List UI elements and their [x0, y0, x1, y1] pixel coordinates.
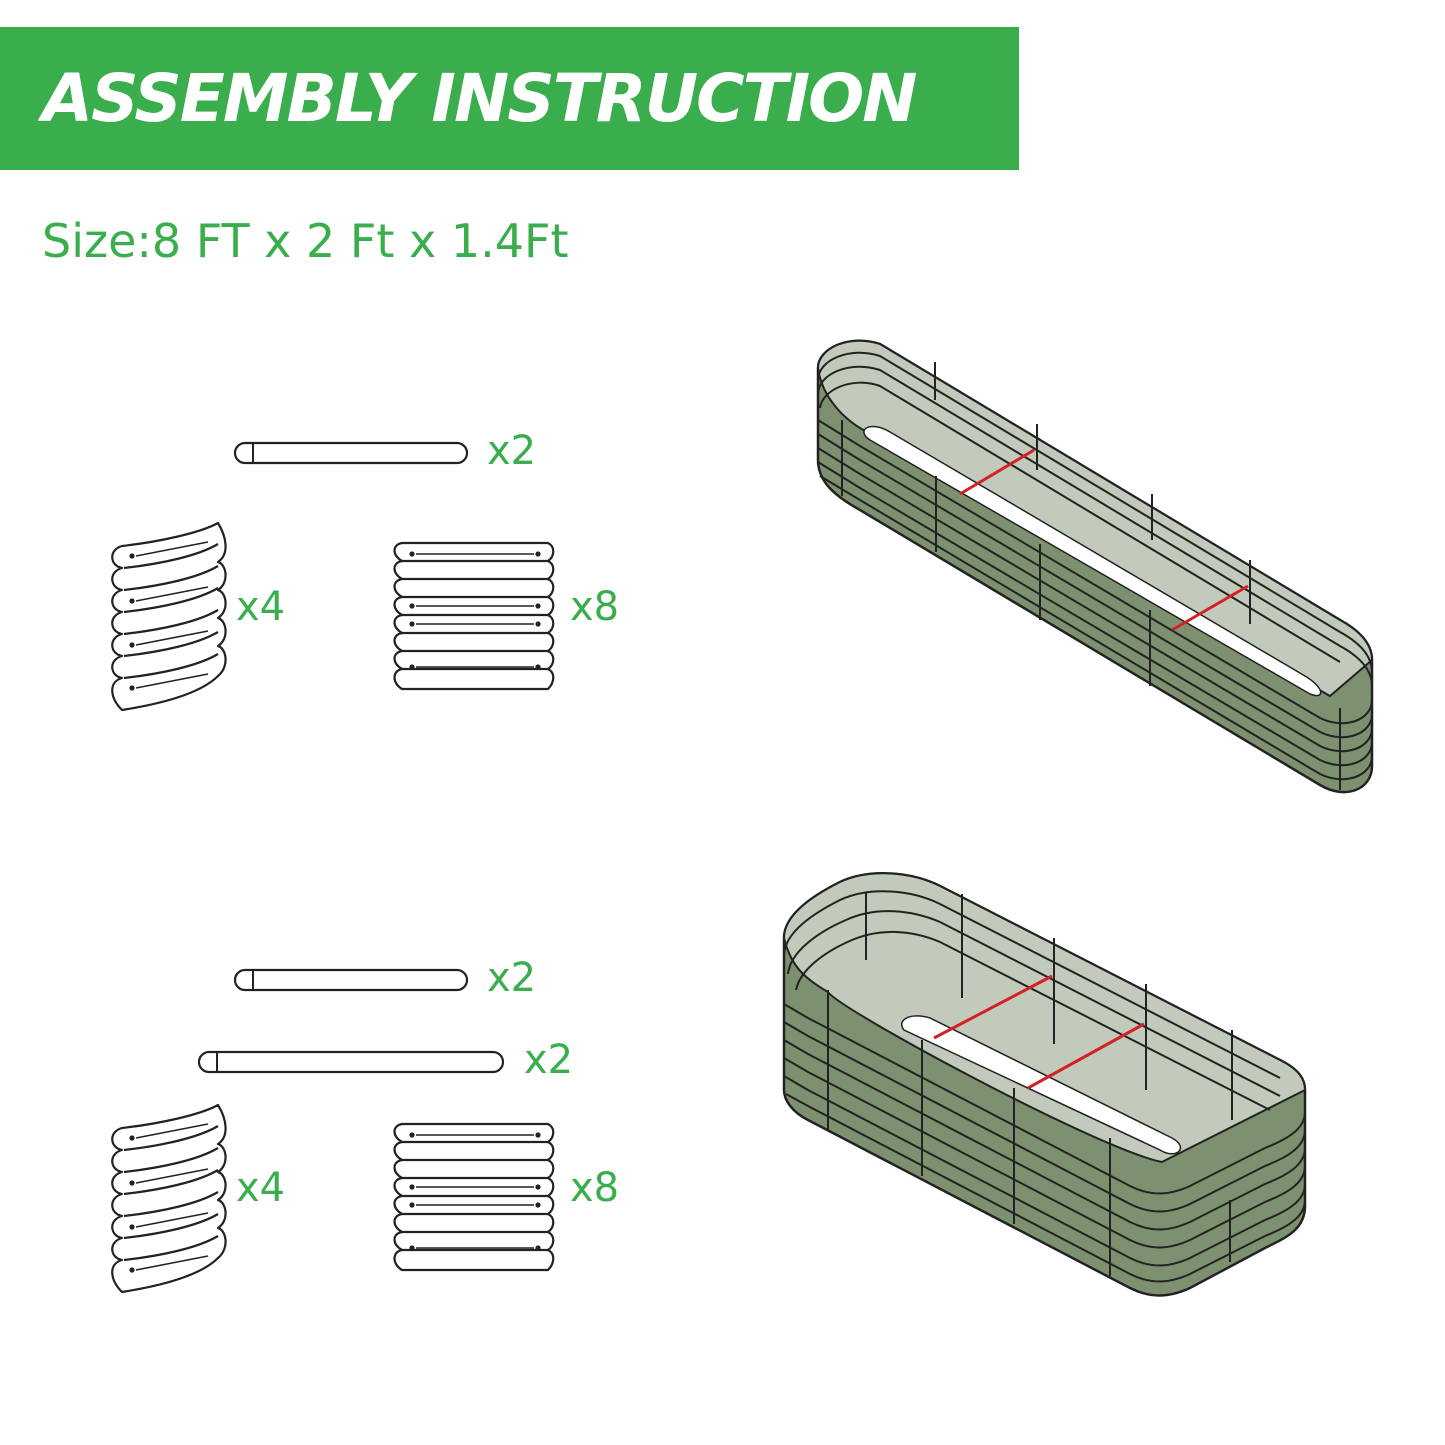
kit2-straight-panel-qty: x8	[570, 1165, 620, 1211]
kit2-short-rod-icon	[233, 968, 469, 992]
kit1-rod-icon	[233, 441, 469, 465]
kit2-straight-panel-icon	[393, 1122, 555, 1272]
kit2-long-rod-qty: x2	[524, 1037, 574, 1083]
kit1-curved-panel-icon	[111, 521, 227, 712]
kit2-long-rod-icon	[197, 1050, 505, 1074]
raised-bed-wide-icon	[782, 872, 1307, 1297]
kit1-straight-panel-qty: x8	[570, 584, 620, 630]
page-title: ASSEMBLY INSTRUCTION	[42, 60, 918, 137]
title-banner: ASSEMBLY INSTRUCTION	[0, 27, 1019, 170]
kit1-curved-panel-qty: x4	[236, 584, 286, 630]
raised-bed-long-icon	[816, 339, 1374, 794]
size-label: Size:8 FT x 2 Ft x 1.4Ft	[42, 214, 569, 268]
kit2-short-rod-qty: x2	[487, 955, 537, 1001]
kit1-straight-panel-icon	[393, 541, 555, 691]
kit2-curved-panel-qty: x4	[236, 1165, 286, 1211]
kit2-curved-panel-icon	[111, 1103, 227, 1294]
kit1-rod-qty: x2	[487, 428, 537, 474]
